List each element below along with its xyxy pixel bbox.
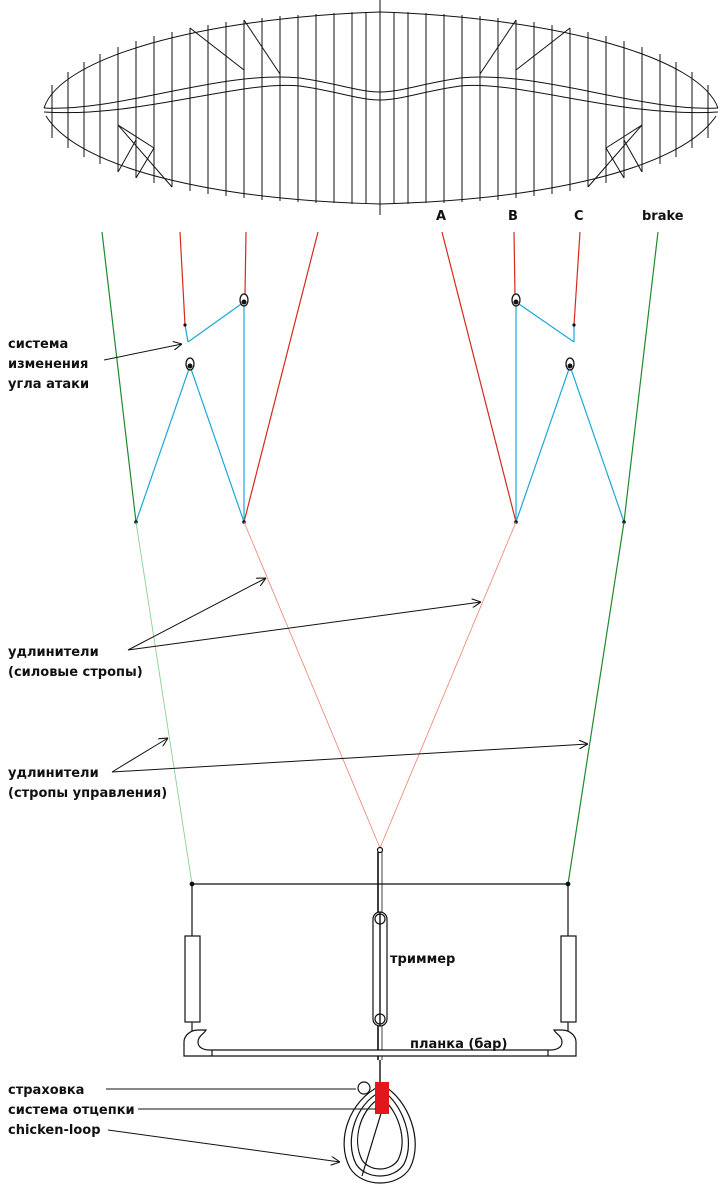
header-brake: brake	[642, 209, 684, 224]
label-chicken-loop: chicken-loop	[8, 1123, 340, 1162]
power-lines	[179, 231, 581, 523]
svg-text:удлинители: удлинители	[8, 766, 99, 781]
svg-text:(силовые стропы): (силовые стропы)	[8, 665, 143, 680]
svg-text:chicken-loop: chicken-loop	[8, 1123, 101, 1138]
brake-lines	[101, 231, 659, 523]
chicken-loop-icon	[343, 1085, 416, 1184]
canopy-struts	[117, 19, 643, 188]
label-steer-extensions: удлинители (стропы управления)	[8, 738, 588, 801]
pulleys	[185, 293, 575, 371]
header-a: A	[436, 209, 446, 224]
control-bar	[183, 1029, 577, 1057]
label-trimmer: триммер	[390, 952, 455, 967]
svg-text:изменения: изменения	[8, 357, 88, 372]
label-power-extensions: удлинители (силовые стропы)	[8, 578, 481, 680]
release-system-icon[interactable]	[375, 1082, 389, 1114]
canopy-ribs	[51, 12, 709, 204]
safety-ring-icon	[357, 1081, 371, 1095]
label-bar: планка (бар)	[410, 1037, 507, 1052]
label-safety: страховка	[8, 1083, 356, 1098]
label-aoa-system: система изменения угла атаки	[8, 337, 182, 392]
right-float	[560, 935, 577, 1023]
steer-extensions	[135, 521, 625, 885]
label-release: система отцепки	[8, 1103, 376, 1118]
bridle-lines	[135, 301, 625, 523]
junction-dots	[134, 323, 626, 524]
svg-text:система отцепки: система отцепки	[8, 1103, 135, 1118]
kite-canopy	[43, 0, 719, 215]
power-extensions	[243, 521, 517, 849]
svg-text:система: система	[8, 337, 68, 352]
line-headers: A B C brake	[436, 209, 684, 224]
header-c: C	[574, 209, 584, 224]
left-float	[184, 935, 201, 1023]
bar-assembly	[183, 846, 577, 1184]
svg-text:угла атаки: угла атаки	[8, 377, 89, 392]
header-b: B	[508, 209, 518, 224]
svg-text:(стропы управления): (стропы управления)	[8, 786, 167, 801]
svg-text:удлинители: удлинители	[8, 645, 99, 660]
svg-text:страховка: страховка	[8, 1083, 84, 1098]
